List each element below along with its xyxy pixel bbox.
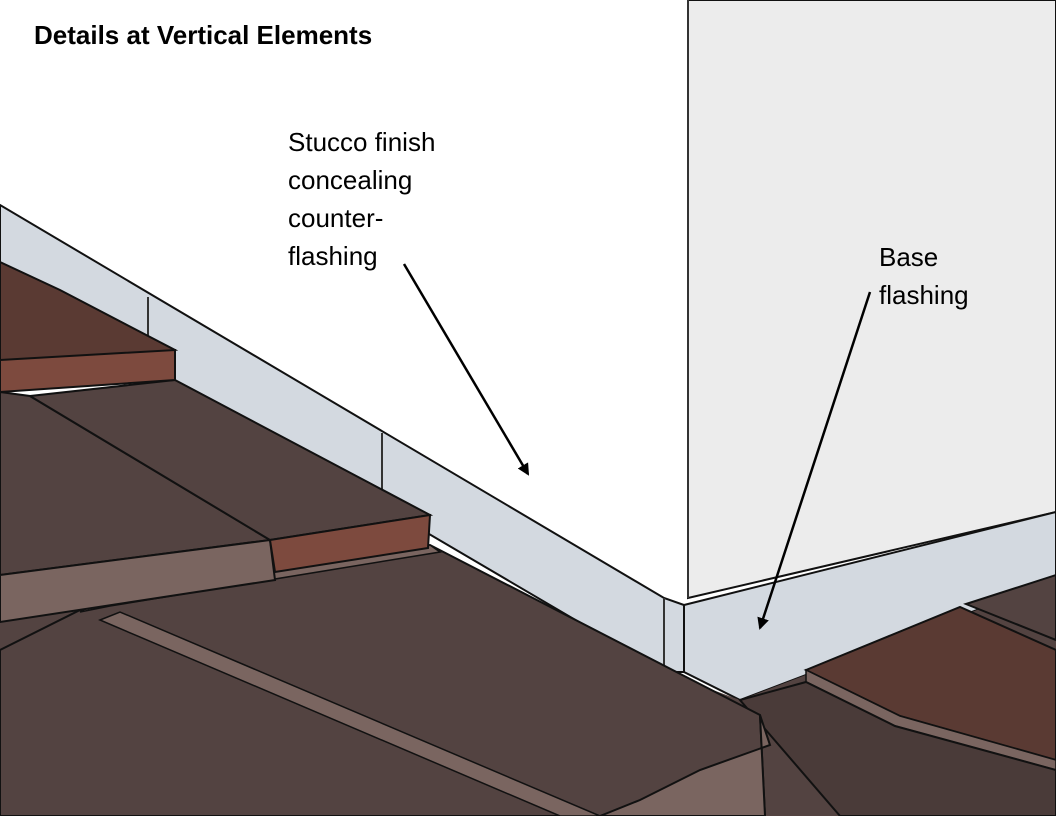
stucco-wall-face [0,0,688,598]
stucco-callout-line: concealing [288,165,413,195]
stucco-callout-line: counter- [288,203,384,233]
stucco-callout: Stucco finish concealing counter- flashi… [288,123,435,275]
roof-tile-bottom-edge [98,611,601,816]
roof-tile-right-top [963,573,1056,642]
roof-tile-upper-edge [0,538,277,624]
roof-tile-red-top-face [0,348,176,394]
base-flashing-callout-line: Base [879,242,939,272]
diagram-title: Details at Vertical Elements [34,20,373,50]
stucco-callout-line: flashing [288,241,378,271]
wall-side-face [687,0,1056,600]
base-flashing-callout-line: flashing [879,280,969,310]
roof-tile-right-lower [738,680,1056,816]
base-flashing-callout: Base flashing [879,238,969,314]
stucco-callout-line: Stucco finish [288,127,436,157]
roof-tile-red-middle-face [268,513,432,574]
base-flashing-leader-arrow [757,291,872,630]
roof-tile-main-edge [599,714,772,816]
stucco-leader-arrow [402,263,530,476]
